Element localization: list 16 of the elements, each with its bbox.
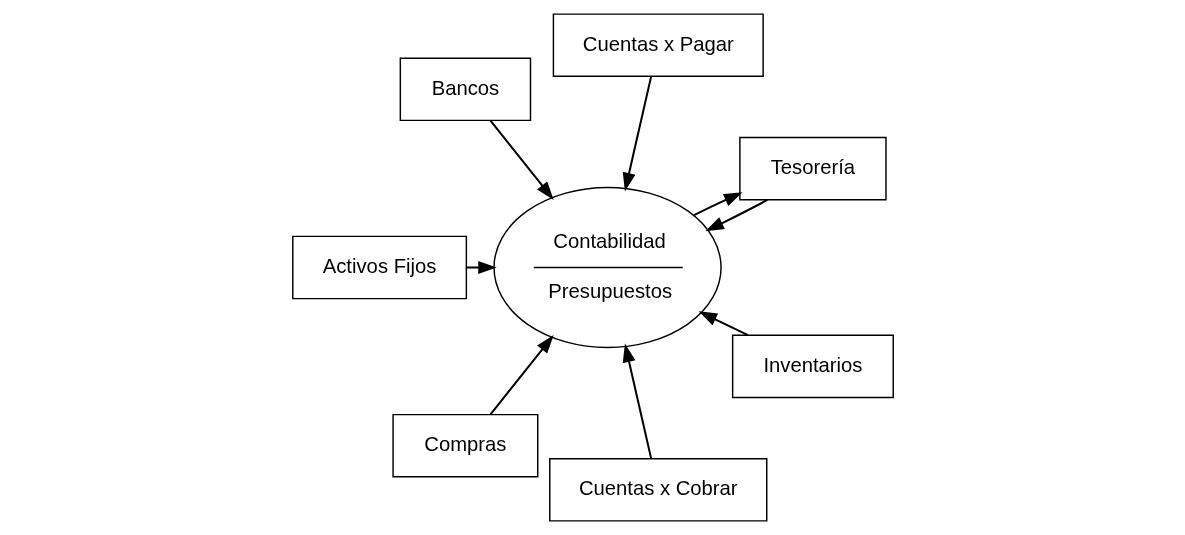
node-box: Bancos xyxy=(399,57,531,122)
node-box: Inventarios xyxy=(731,334,894,399)
node-box: Compras xyxy=(391,413,538,478)
node-box: Activos Fijos xyxy=(291,235,467,300)
node-box: Cuentas x Cobrar xyxy=(548,457,767,522)
node-box: Tesorería xyxy=(738,136,887,201)
arrow xyxy=(622,76,652,192)
arrow xyxy=(622,343,652,459)
arrow xyxy=(693,192,742,216)
node-box: Cuentas x Pagar xyxy=(552,13,764,78)
arrow xyxy=(698,311,748,337)
node-ellipse: Contabilidad Presupuestos xyxy=(492,186,722,349)
arrow xyxy=(465,261,497,274)
arrow xyxy=(489,120,554,200)
arrow xyxy=(489,335,554,415)
arrow xyxy=(704,199,768,232)
